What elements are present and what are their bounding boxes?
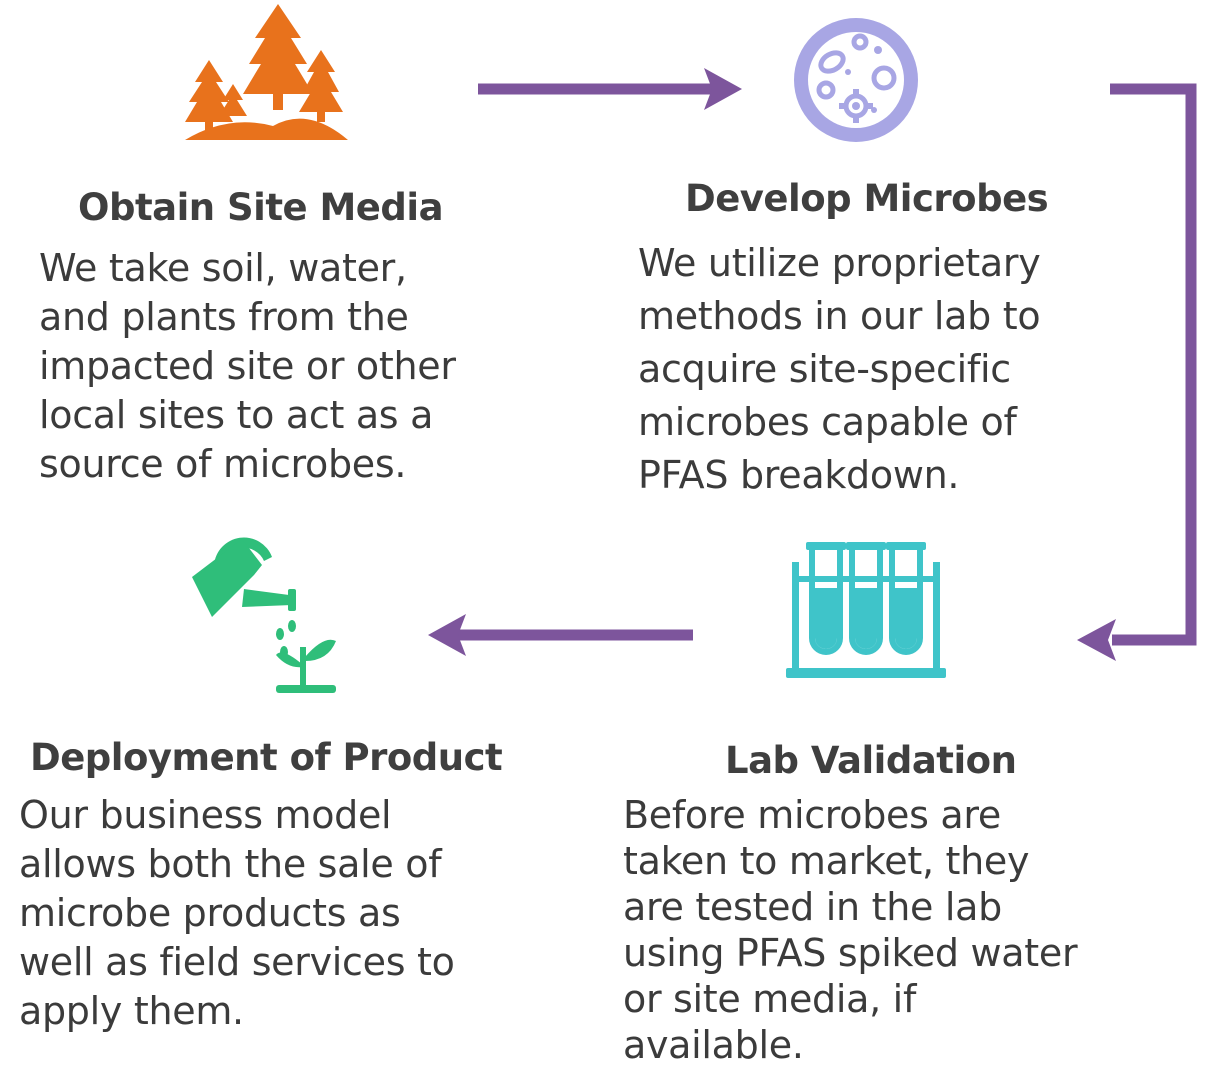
arrow-develop-to-validate	[1077, 83, 1197, 661]
step-description-deploy: Our business model allows both the sale …	[19, 791, 455, 1036]
description-line: We utilize proprietary	[638, 241, 1041, 285]
forest-icon	[185, 4, 348, 140]
petri-dish-icon	[794, 18, 918, 142]
description-line: We take soil, water,	[39, 246, 407, 290]
description-line: taken to market, they	[623, 839, 1030, 883]
description-line: microbe products as	[19, 891, 401, 935]
description-line: local sites to act as a	[39, 393, 434, 437]
step-title-validate: Lab Validation	[725, 739, 1017, 782]
description-line: microbes capable of	[638, 400, 1017, 444]
description-line: available.	[623, 1023, 804, 1067]
description-line: allows both the sale of	[19, 842, 442, 886]
watering-can-icon	[192, 537, 336, 693]
description-line: apply them.	[19, 989, 244, 1033]
description-line: source of microbes.	[39, 442, 407, 486]
description-line: well as field services to	[19, 940, 455, 984]
description-line: PFAS breakdown.	[638, 453, 960, 497]
description-line: impacted site or other	[39, 344, 456, 388]
description-line: acquire site-specific	[638, 347, 1011, 391]
test-tubes-icon	[786, 542, 946, 678]
description-line: Before microbes are	[623, 793, 1001, 837]
arrow-obtain-to-develop	[478, 68, 742, 110]
step-title-obtain: Obtain Site Media	[78, 186, 444, 229]
step-title-deploy: Deployment of Product	[30, 736, 503, 779]
step-title-develop: Develop Microbes	[685, 177, 1049, 220]
step-description-develop: We utilize proprietary methods in our la…	[638, 237, 1041, 502]
description-line: are tested in the lab	[623, 885, 1002, 929]
step-description-validate: Before microbes are taken to market, the…	[623, 792, 1078, 1068]
description-line: methods in our lab to	[638, 294, 1041, 338]
description-line: and plants from the	[39, 295, 409, 339]
description-line: or site media, if	[623, 977, 917, 1021]
arrow-validate-to-deploy	[428, 614, 693, 656]
step-description-obtain: We take soil, water, and plants from the…	[39, 244, 456, 489]
description-line: using PFAS spiked water	[623, 931, 1078, 975]
description-line: Our business model	[19, 793, 392, 837]
